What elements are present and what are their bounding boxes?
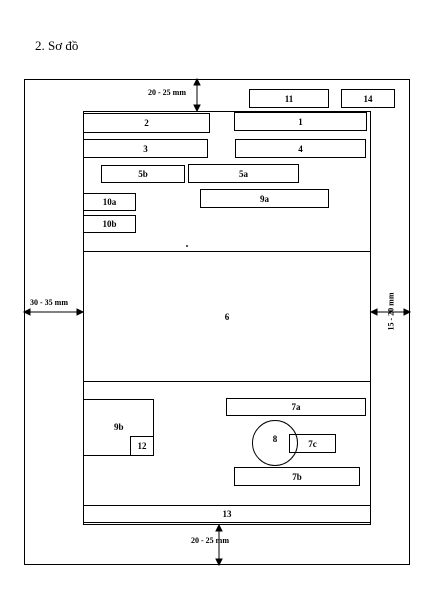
block-5b: 5b bbox=[101, 165, 185, 183]
dim-bottom-label: 20 - 25 mm bbox=[191, 536, 229, 545]
block-8-circle: 8 bbox=[252, 420, 298, 466]
block-1: 1 bbox=[234, 112, 367, 131]
dim-left-label: 30 - 35 mm bbox=[30, 298, 68, 307]
block-4: 4 bbox=[235, 139, 366, 158]
dim-top-label: 20 - 25 mm bbox=[148, 88, 186, 97]
block-3: 3 bbox=[83, 139, 208, 158]
block-14: 14 bbox=[341, 89, 395, 108]
block-5a: 5a bbox=[188, 164, 299, 183]
block-6: 6 bbox=[83, 251, 371, 382]
block-7c: 7c bbox=[289, 434, 336, 453]
block-10a: 10a bbox=[83, 193, 136, 211]
dim-right-label: 15 - 20 mm bbox=[386, 292, 396, 331]
block-13: 13 bbox=[83, 505, 371, 523]
block-2: 2 bbox=[83, 113, 210, 133]
page-heading: 2. Sơ đồ bbox=[35, 38, 79, 53]
block-12: 12 bbox=[130, 436, 154, 456]
block-8-label: 8 bbox=[272, 434, 278, 444]
block-9a: 9a bbox=[200, 189, 329, 208]
page-border bbox=[24, 79, 410, 565]
block-7a: 7a bbox=[226, 398, 366, 416]
block-9b-label: 9b bbox=[114, 422, 124, 432]
block-10b: 10b bbox=[83, 215, 136, 233]
stray-dot bbox=[186, 245, 188, 247]
block-7b: 7b bbox=[234, 467, 360, 486]
block-11: 11 bbox=[249, 89, 329, 108]
